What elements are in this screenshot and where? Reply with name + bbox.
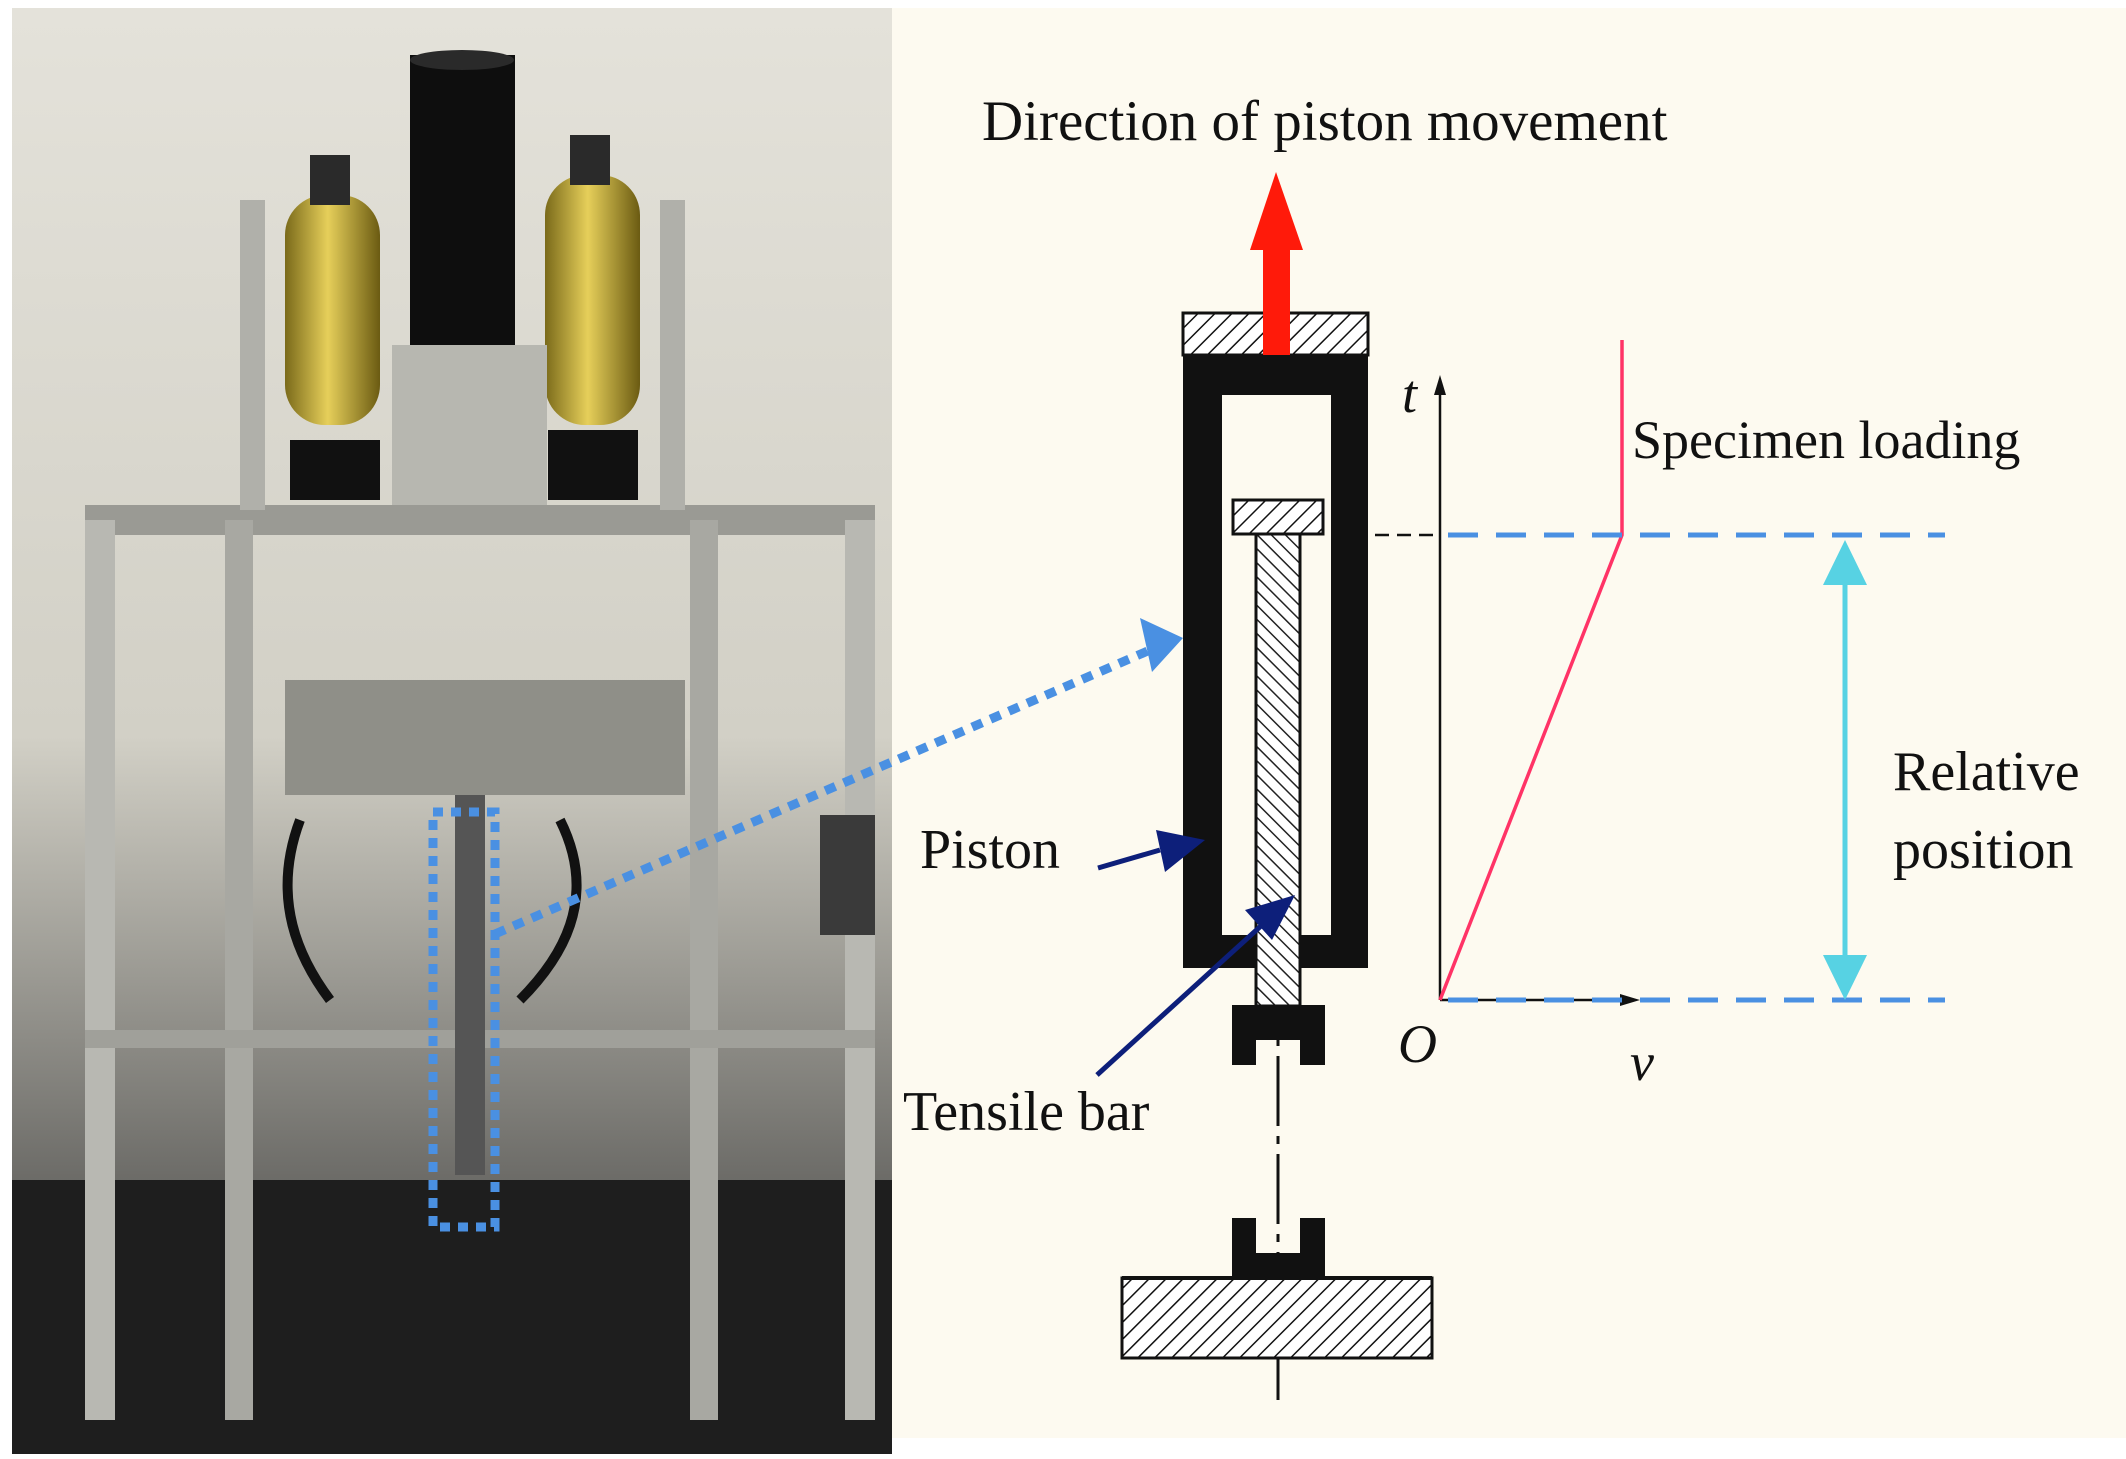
- manifold-block: [392, 345, 547, 515]
- direction-label: Direction of piston movement: [982, 90, 1668, 153]
- accumulator-left: [285, 195, 380, 425]
- piston-schematic: [1120, 311, 1434, 1400]
- control-box: [820, 815, 875, 935]
- top-crossbeam: [85, 505, 875, 535]
- origin-label: O: [1398, 1014, 1437, 1074]
- tensile-bar-shape: [1254, 532, 1302, 1008]
- moving-crosshead: [285, 680, 685, 795]
- tensile-bar-pointer: [1095, 923, 1264, 1077]
- lower-grip: [1232, 1218, 1325, 1278]
- machine-photo: [12, 8, 892, 1459]
- v-axis-label: v: [1630, 1032, 1654, 1092]
- actuator-cylinder: [410, 55, 515, 355]
- specimen-highlight-box: [428, 807, 500, 1232]
- specimen-loading-label: Specimen loading: [1632, 410, 2020, 470]
- piston-pointer: [1097, 847, 1161, 871]
- pointer-arrows: [1095, 830, 1295, 1077]
- t-axis-label: t: [1402, 364, 1419, 424]
- v-axis-arrowhead: [1620, 994, 1640, 1006]
- velocity-time-graph: [1375, 340, 1945, 1006]
- specimen-grip: [455, 795, 485, 1175]
- callout-lines: [493, 618, 1183, 939]
- upper-grip: [1232, 1005, 1325, 1065]
- base-fixture: [1120, 1276, 1434, 1360]
- relative-label-line1: Relative: [1893, 741, 2080, 803]
- t-axis-arrowhead: [1434, 375, 1446, 395]
- relative-label-line2: position: [1893, 819, 2073, 881]
- accumulator-right: [545, 175, 640, 425]
- photo-floor-area: [12, 1180, 892, 1459]
- callout-arrowhead: [1140, 618, 1183, 672]
- diagram-background: [892, 8, 2126, 1438]
- piston-label: Piston: [920, 819, 1060, 881]
- bar-head: [1231, 498, 1325, 536]
- tensile-bar-label: Tensile bar: [903, 1081, 1150, 1143]
- direction-arrow: [1250, 172, 1303, 355]
